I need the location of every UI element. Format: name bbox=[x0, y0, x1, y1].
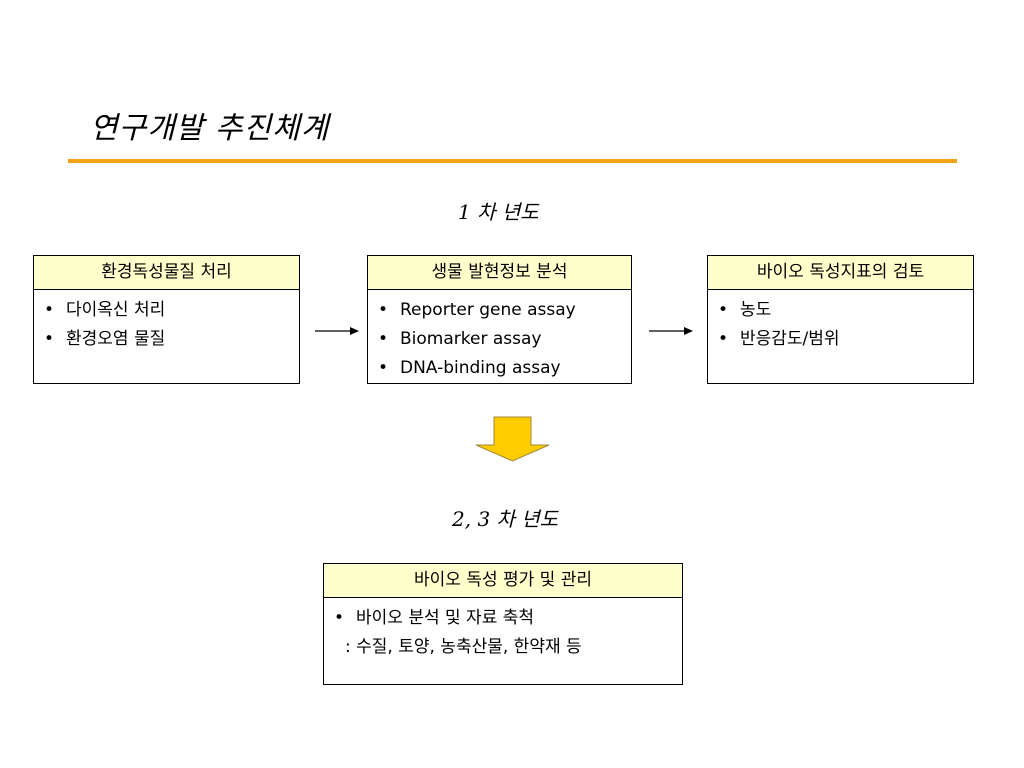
list-item: •Biomarker assay bbox=[378, 325, 631, 354]
box-toxicity-indicators: 바이오 독성지표의 검토 •농도 •반응감도/범위 bbox=[707, 255, 974, 384]
box-header: 바이오 독성지표의 검토 bbox=[708, 256, 973, 290]
right-arrow-icon bbox=[649, 327, 693, 335]
right-arrow-icon bbox=[315, 327, 359, 335]
list-item: •DNA-binding assay bbox=[378, 354, 631, 383]
phase1-label: 1 차 년도 bbox=[458, 200, 539, 224]
box-bio-toxicity-management: 바이오 독성 평가 및 관리 •바이오 분석 및 자료 축척 : 수질, 토양,… bbox=[323, 563, 683, 685]
bullet-icon: • bbox=[378, 358, 389, 378]
list-item: •환경오염 물질 bbox=[44, 325, 299, 354]
box-header: 생물 발현정보 분석 bbox=[368, 256, 631, 290]
phase2-label: 2, 3 차 년도 bbox=[452, 507, 559, 531]
list-item: •바이오 분석 및 자료 축척 bbox=[334, 604, 682, 633]
box-header: 환경독성물질 처리 bbox=[34, 256, 299, 290]
down-arrow-icon bbox=[475, 416, 550, 462]
box-expression-analysis: 생물 발현정보 분석 •Reporter gene assay •Biomark… bbox=[367, 255, 632, 384]
box-toxic-treatment: 환경독성물질 처리 •다이옥신 처리 •환경오염 물질 bbox=[33, 255, 300, 384]
item-list: •바이오 분석 및 자료 축척 bbox=[324, 598, 682, 633]
bullet-icon: • bbox=[378, 300, 389, 320]
list-item: •농도 bbox=[718, 296, 973, 325]
bullet-icon: • bbox=[718, 329, 729, 349]
sample-types-note: : 수질, 토양, 농축산물, 한약재 등 bbox=[345, 637, 582, 657]
bullet-icon: • bbox=[44, 329, 55, 349]
list-item: •다이옥신 처리 bbox=[44, 296, 299, 325]
item-list: •농도 •반응감도/범위 bbox=[708, 290, 973, 354]
box-header: 바이오 독성 평가 및 관리 bbox=[324, 564, 682, 598]
list-item: •반응감도/범위 bbox=[718, 325, 973, 354]
bullet-icon: • bbox=[334, 608, 345, 628]
title-underline bbox=[68, 159, 957, 163]
list-item: •Reporter gene assay bbox=[378, 296, 631, 325]
bullet-icon: • bbox=[44, 300, 55, 320]
slide-title: 연구개발 추진체계 bbox=[90, 111, 330, 146]
bullet-icon: • bbox=[718, 300, 729, 320]
item-list: •다이옥신 처리 •환경오염 물질 bbox=[34, 290, 299, 354]
bullet-icon: • bbox=[378, 329, 389, 349]
item-list: •Reporter gene assay •Biomarker assay •D… bbox=[368, 290, 631, 383]
